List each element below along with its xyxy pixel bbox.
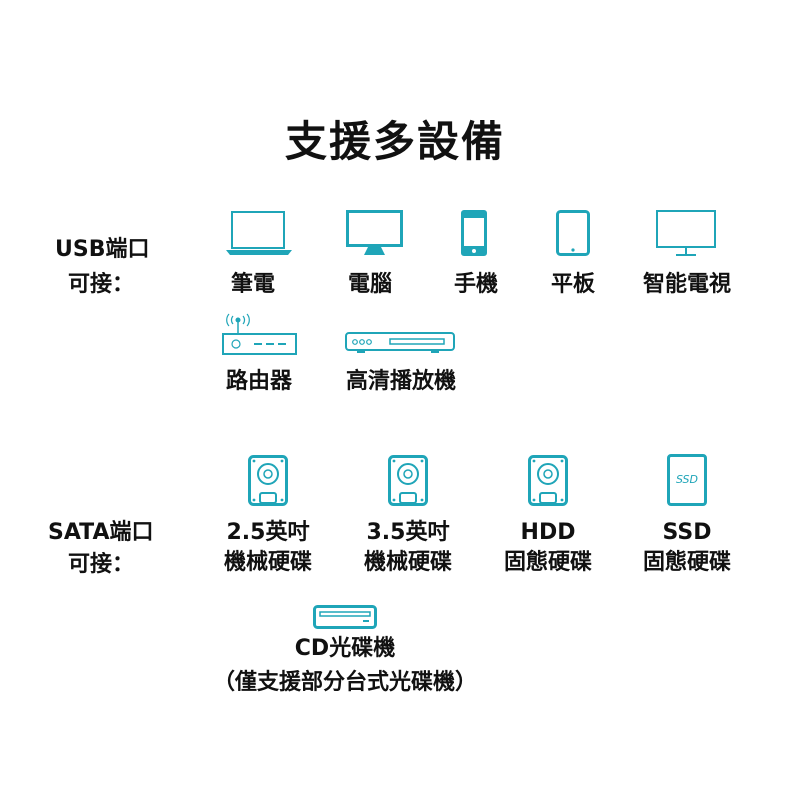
- phone-icon: [461, 210, 487, 256]
- hdd-icon: [248, 455, 288, 506]
- device-label-media-player: 高清播放機: [345, 369, 456, 394]
- usb-port-label: USB端口: [55, 237, 150, 262]
- sata-device-line1: 2.5英吋: [226, 520, 310, 545]
- device-label-smart-tv: 智能電視: [642, 272, 731, 297]
- sata-device-line2: 機械硬碟: [363, 550, 452, 575]
- sata-device-line2: 固態硬碟: [642, 550, 731, 575]
- sata-device-line1: SSD: [662, 520, 712, 545]
- tablet-icon: [556, 210, 590, 256]
- ssd-icon: SSD: [667, 454, 707, 506]
- page-title: 支援多設備: [284, 117, 505, 166]
- cd-drive-label: CD光碟機: [294, 636, 396, 661]
- device-label-computer: 電腦: [347, 272, 392, 297]
- cd-drive-note: （僅支援部分台式光碟機）: [212, 670, 477, 695]
- router-icon: [222, 313, 297, 355]
- sata-can-connect-label: 可接：: [68, 552, 135, 577]
- sata-port-label: SATA端口: [48, 520, 154, 545]
- media-player-icon: [345, 332, 455, 353]
- ssd-icon-text: SSD: [675, 473, 699, 486]
- sata-device-line1: HDD: [520, 520, 576, 545]
- device-label-tablet: 平板: [550, 272, 595, 297]
- device-label-phone: 手機: [453, 272, 498, 297]
- sata-device-line2: 固態硬碟: [503, 550, 592, 575]
- monitor-icon: [346, 210, 403, 255]
- hdd-icon: [388, 455, 428, 506]
- usb-can-connect-label: 可接：: [68, 272, 135, 297]
- hdd-icon: [528, 455, 568, 506]
- sata-device-line1: 3.5英吋: [366, 520, 450, 545]
- laptop-icon: [226, 211, 292, 255]
- device-label-laptop: 筆電: [230, 272, 275, 297]
- tv-icon: [656, 210, 716, 256]
- sata-device-line2: 機械硬碟: [223, 550, 312, 575]
- optical-drive-icon: [313, 605, 377, 629]
- device-label-router: 路由器: [225, 369, 292, 394]
